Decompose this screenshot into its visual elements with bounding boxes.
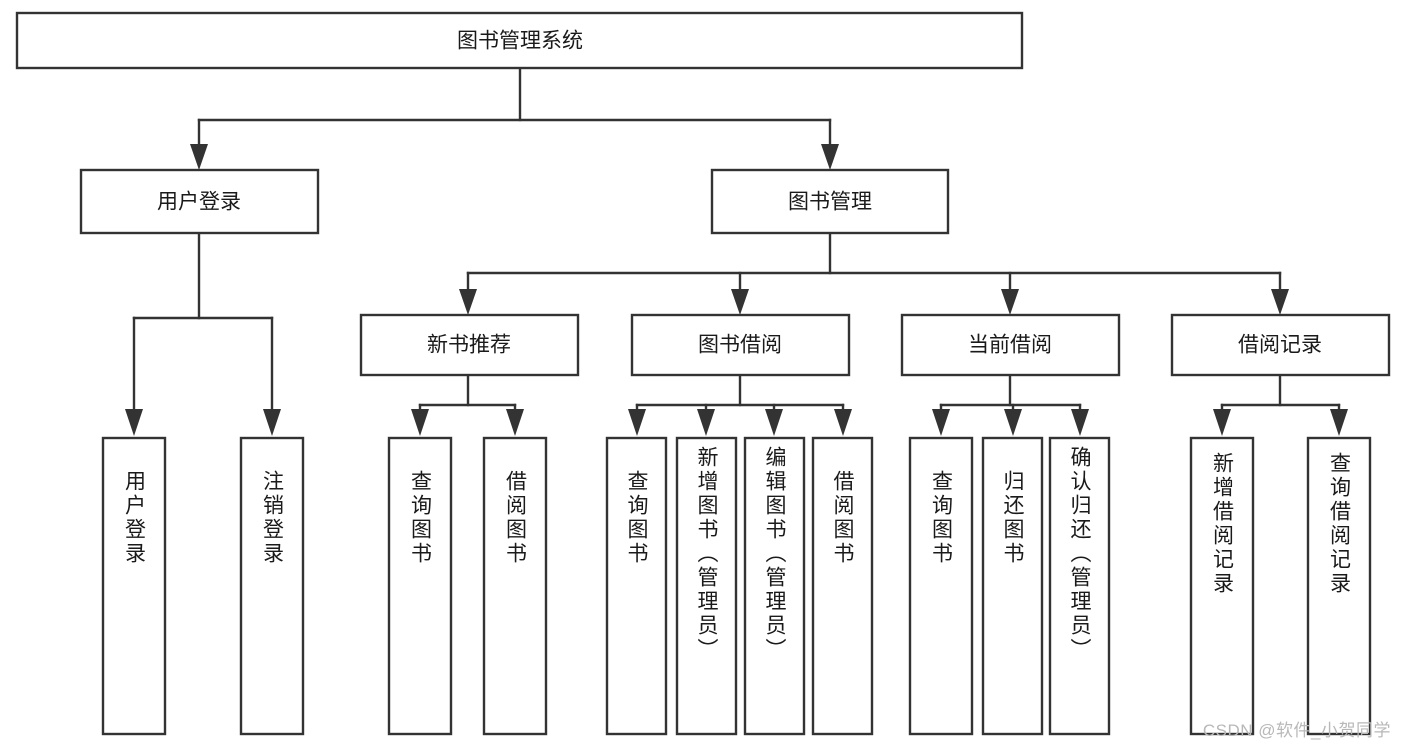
arrow-to-leaf-query-book-3: [932, 409, 950, 436]
node-book-borrow[interactable]: 图书借阅: [630, 313, 851, 377]
node-book-manage-box[interactable]: [710, 168, 950, 235]
connector-group-borrow-record: [1213, 373, 1348, 436]
node-current-borrow-box[interactable]: [900, 313, 1121, 377]
leaf-box-logout-login[interactable]: [239, 436, 305, 736]
arrow-to-borrow-record: [1271, 289, 1289, 315]
arrow-to-book-borrow: [731, 289, 749, 315]
connector-group-user-login: [125, 231, 281, 436]
arrow-to-leaf-query-book-2: [628, 409, 646, 436]
leaf-box-confirm-return[interactable]: [1048, 436, 1111, 736]
connector-group-new-book-rec: [411, 373, 524, 436]
node-book-manage-label: 图书管理: [788, 191, 872, 214]
node-user-login-box[interactable]: [79, 168, 320, 235]
leaf-box-add-record[interactable]: [1189, 436, 1255, 736]
leaf-box-query-book-2[interactable]: [605, 436, 668, 736]
watermark-text: CSDN @软件_小贺同学: [1202, 721, 1391, 740]
leaf-box-edit-book[interactable]: [743, 436, 806, 736]
connector-group-book-borrow: [628, 373, 852, 436]
leaf-box-query-book-1[interactable]: [387, 436, 453, 736]
node-root-box[interactable]: [15, 11, 1024, 70]
connector-group-book-manage: [459, 231, 1289, 315]
node-borrow-record-box[interactable]: [1170, 313, 1391, 377]
arrow-to-leaf-confirm-return: [1071, 409, 1089, 436]
node-book-borrow-box[interactable]: [630, 313, 851, 377]
leaf-box-query-book-3[interactable]: [908, 436, 974, 736]
leaf-box-user-login[interactable]: [101, 436, 167, 736]
arrow-to-leaf-logout-login: [263, 409, 281, 436]
arrow-to-current-borrow: [1001, 289, 1019, 315]
leaf-box-return-book[interactable]: [981, 436, 1044, 736]
node-book-borrow-label: 图书借阅: [698, 334, 782, 357]
arrow-to-leaf-borrow-book-1: [506, 409, 524, 436]
arrow-root-to-user-login: [190, 144, 208, 170]
node-root[interactable]: 图书管理系统: [15, 11, 1024, 70]
arrow-root-to-book-manage: [821, 144, 839, 170]
node-current-borrow[interactable]: 当前借阅: [900, 313, 1121, 377]
leaf-boxes: [101, 436, 1372, 736]
node-user-login-label: 用户登录: [157, 191, 241, 214]
arrow-to-leaf-add-record: [1213, 409, 1231, 436]
arrow-to-new-book-rec: [459, 289, 477, 315]
node-new-book-rec-box[interactable]: [359, 313, 580, 377]
arrow-to-leaf-return-book: [1004, 409, 1022, 436]
node-borrow-record-label: 借阅记录: [1238, 334, 1322, 357]
node-new-book-rec-label: 新书推荐: [427, 334, 511, 357]
leaf-box-query-record[interactable]: [1306, 436, 1372, 736]
arrow-to-leaf-query-record: [1330, 409, 1348, 436]
node-root-label: 图书管理系统: [457, 30, 583, 53]
node-borrow-record[interactable]: 借阅记录: [1170, 313, 1391, 377]
arrow-to-leaf-query-book-1: [411, 409, 429, 436]
connector-group-current-borrow: [932, 373, 1089, 436]
leaf-box-borrow-book-2[interactable]: [811, 436, 874, 736]
node-current-borrow-label: 当前借阅: [968, 334, 1052, 357]
leaf-box-borrow-book-1[interactable]: [482, 436, 548, 736]
connector-group-root: [190, 66, 839, 170]
leaf-box-add-book[interactable]: [675, 436, 738, 736]
arrow-to-leaf-user-login: [125, 409, 143, 436]
node-user-login[interactable]: 用户登录: [79, 168, 320, 235]
arrow-to-leaf-edit-book: [765, 409, 783, 436]
node-new-book-rec[interactable]: 新书推荐: [359, 313, 580, 377]
arrow-to-leaf-add-book: [697, 409, 715, 436]
node-book-manage[interactable]: 图书管理: [710, 168, 950, 235]
arrow-to-leaf-borrow-book-2: [834, 409, 852, 436]
